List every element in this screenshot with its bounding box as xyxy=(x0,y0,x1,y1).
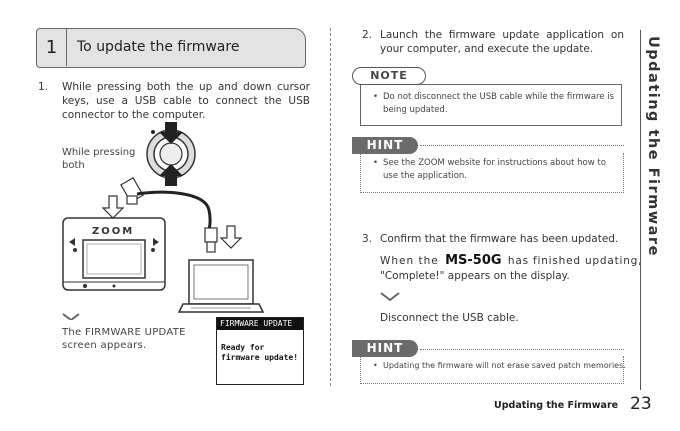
note-label: NOTE xyxy=(352,67,426,85)
note-box: Do not disconnect the USB cable while th… xyxy=(360,84,622,126)
usb-connector-icon xyxy=(204,227,218,253)
connection-diagram xyxy=(62,122,265,320)
hint-1-box: See the ZOOM website for instructions ab… xyxy=(360,153,624,193)
instruction-3-text: Confirm that the firmware has been updat… xyxy=(380,233,619,245)
instruction-1-text: While pressing both the up and down curs… xyxy=(62,81,310,121)
page-number: 23 xyxy=(630,394,652,414)
instruction-1-number: 1. xyxy=(38,81,49,93)
hint-2-top-border xyxy=(420,349,624,350)
instruction-3-number: 3. xyxy=(362,233,373,245)
lcd-header: FIRMWARE UPDATE xyxy=(217,318,303,330)
hint-2-box: Updating the firmware will not erase sav… xyxy=(360,356,626,384)
down-arrow-icon xyxy=(219,225,243,249)
instruction-2-text: Launch the firmware update application o… xyxy=(380,29,624,55)
side-tab-title: Updating the Firmware xyxy=(645,36,661,257)
down-arrow-icon xyxy=(101,195,125,219)
hint-2-text-content: Updating the firmware will not erase sav… xyxy=(383,361,626,370)
usb-plug-icon xyxy=(120,177,144,205)
hint-1-label: HINT xyxy=(352,137,418,154)
device-logo: ZOOM xyxy=(92,226,135,237)
pedal-device-illustration xyxy=(62,217,166,291)
lcd-screen: FIRMWARE UPDATE Ready for firmware updat… xyxy=(216,317,304,385)
lcd-message: Ready for firmware update! xyxy=(221,343,298,363)
note-text: Do not disconnect the USB cable while th… xyxy=(383,91,617,117)
hint-2-label: HINT xyxy=(352,340,418,357)
disconnect-text: Disconnect the USB cable. xyxy=(380,312,519,324)
step-number: 1 xyxy=(37,29,67,66)
instruction-2-number: 2. xyxy=(362,29,373,41)
hint-1-text-content: See the ZOOM website for instructions ab… xyxy=(383,158,606,181)
hint-1-text: See the ZOOM website for instructions ab… xyxy=(383,157,619,183)
side-tab: Updating the Firmware xyxy=(640,30,668,390)
footer-section-title: Updating the Firmware xyxy=(494,400,619,411)
chevron-down-icon xyxy=(380,292,400,302)
model-name: MS-50G xyxy=(445,253,502,268)
step-title: To update the firmware xyxy=(77,39,240,55)
confirm-line-2: "Complete!" appears on the display. xyxy=(380,270,570,282)
hint-1-top-border xyxy=(420,145,624,146)
lcd-line-2: firmware update! xyxy=(221,353,299,362)
chevron-down-icon xyxy=(62,313,80,320)
when-the-text: When the xyxy=(380,255,439,267)
after-model-text: has finished updating, xyxy=(507,255,643,267)
while-pressing-label: While pressing both xyxy=(62,147,136,171)
computer-illustration xyxy=(177,259,265,313)
column-divider xyxy=(330,28,331,386)
lcd-line-1: Ready for xyxy=(221,343,265,352)
hint-2-text: Updating the firmware will not erase sav… xyxy=(383,360,626,372)
screen-caption: The FIRMWARE UPDATE screen appears. xyxy=(62,327,186,351)
note-text-content: Do not disconnect the USB cable while th… xyxy=(383,92,614,115)
step-header: 1 To update the firmware xyxy=(36,28,306,68)
cursor-keys-icon xyxy=(146,122,196,186)
confirm-line-1: When the MS-50G has finished updating, xyxy=(380,253,641,268)
